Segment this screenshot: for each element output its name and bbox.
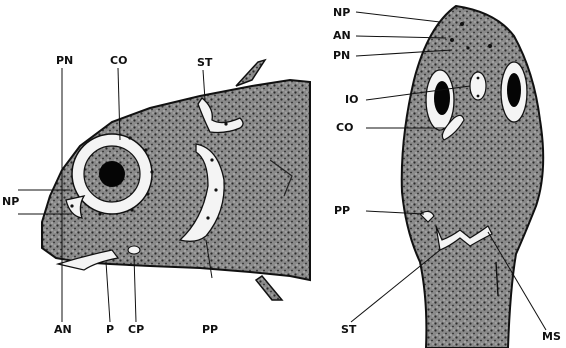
left-view: [18, 60, 310, 322]
right-eye-pupil: [507, 73, 521, 107]
label-right-ms: MS: [542, 331, 561, 343]
left-eye-pupil: [434, 81, 450, 115]
label-left-cp: CP: [128, 324, 144, 336]
label-left-p: P: [106, 324, 114, 336]
label-right-st: ST: [341, 324, 356, 336]
label-left-co: CO: [110, 55, 127, 67]
right-view: [351, 6, 546, 348]
head-outline-dorsal: [402, 6, 543, 348]
ventral-fin: [256, 276, 282, 300]
label-left-np: NP: [2, 196, 19, 208]
label-right-co: CO: [336, 122, 353, 134]
cp-pore: [128, 246, 140, 254]
dorsal-spine: [236, 60, 265, 86]
label-right-pn: PN: [333, 50, 350, 62]
label-left-pn: PN: [56, 55, 73, 67]
label-left-an: AN: [54, 324, 72, 336]
label-left-pp: PP: [202, 324, 218, 336]
label-right-pp: PP: [334, 205, 350, 217]
label-right-io: IO: [345, 94, 358, 106]
label-left-st: ST: [197, 57, 212, 69]
label-right-an: AN: [333, 30, 351, 42]
label-right-np: NP: [333, 7, 350, 19]
eye-pupil: [99, 161, 125, 187]
